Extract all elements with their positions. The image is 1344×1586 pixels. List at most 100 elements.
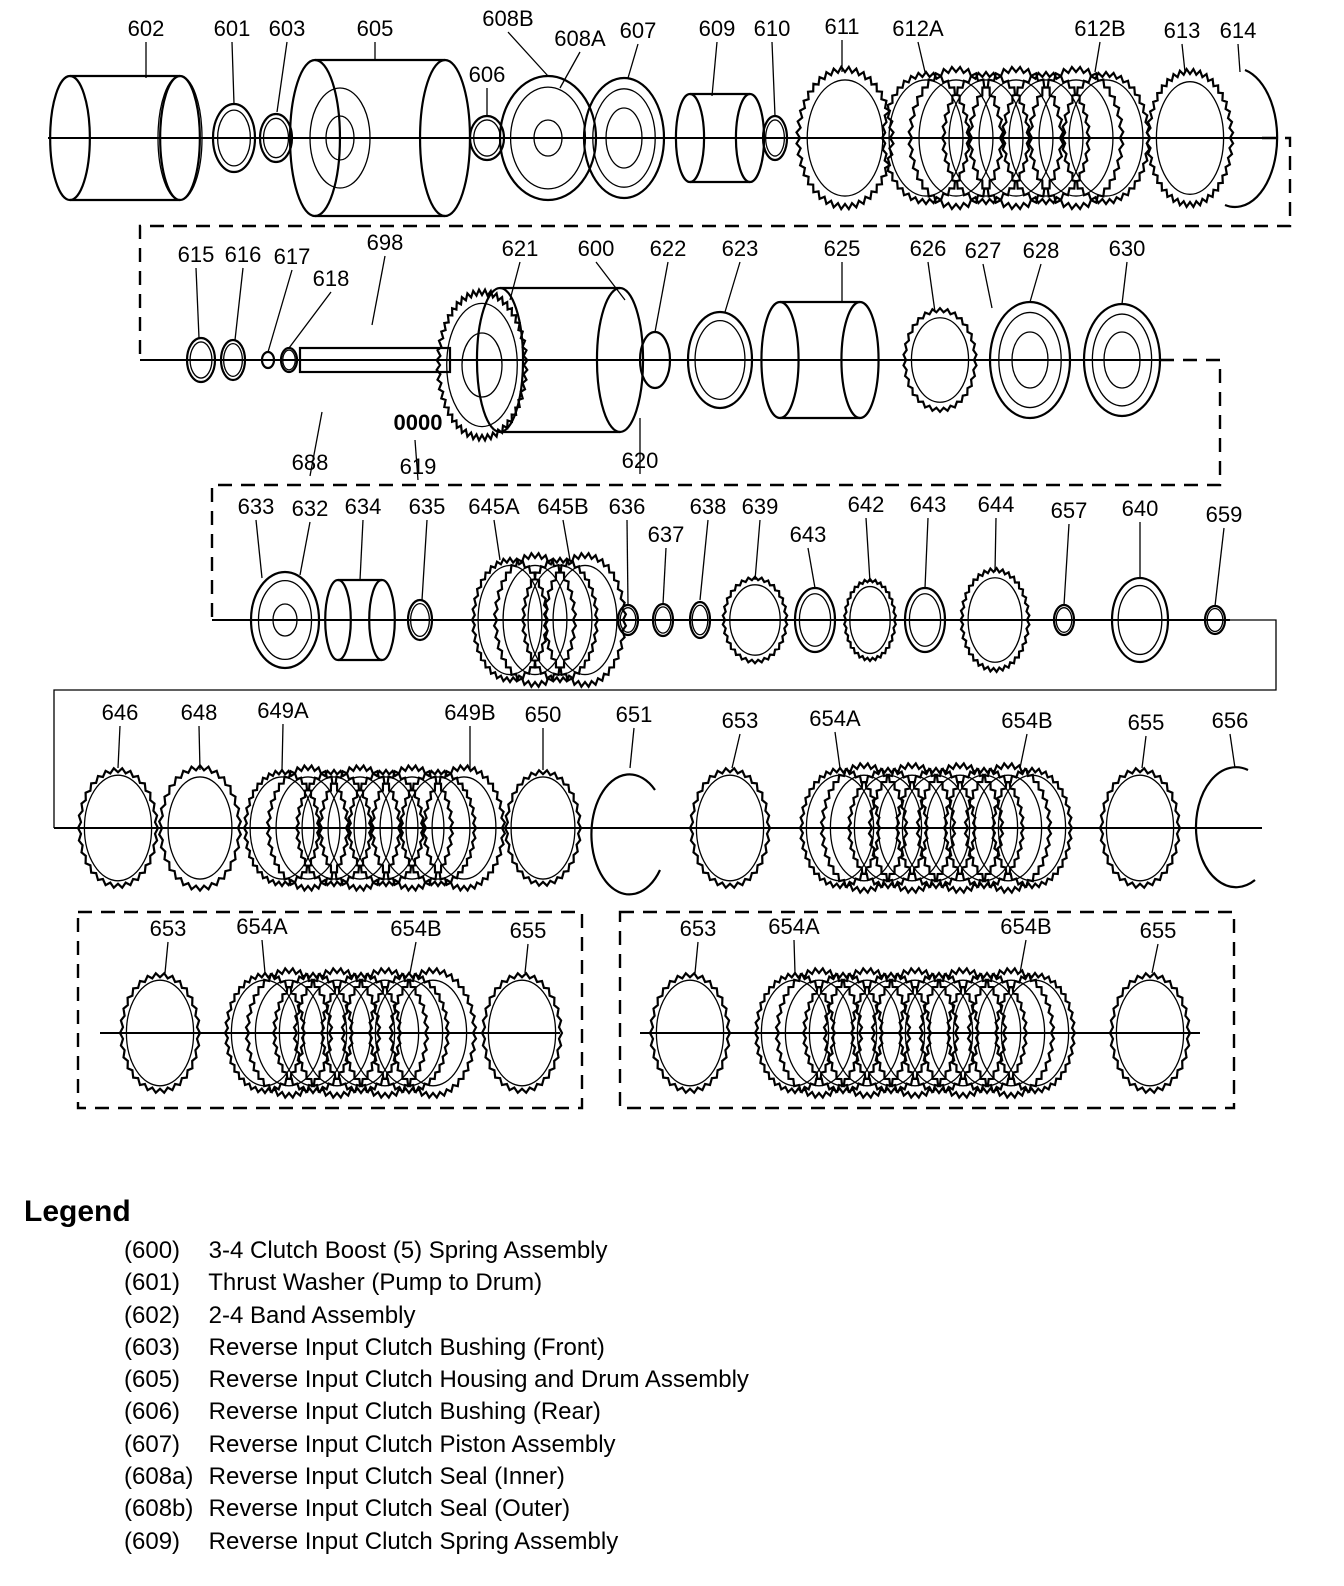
- leader-line: [924, 517, 929, 589]
- part-outline: [461, 332, 503, 398]
- leader-line: [771, 41, 776, 117]
- part-outline: [840, 300, 880, 420]
- part-outline: [990, 766, 1074, 890]
- legend-item-number: (607): [124, 1430, 181, 1458]
- legend-item-number: (605): [124, 1366, 181, 1394]
- callout-label: 614: [1220, 18, 1257, 43]
- part-outline: [527, 564, 593, 676]
- part-outline: [784, 979, 854, 1087]
- callout-label: 688: [292, 450, 329, 475]
- callout-label: 630: [1109, 236, 1146, 261]
- leader-line: [1094, 41, 1101, 73]
- part-outline: [157, 75, 203, 201]
- leader-line: [595, 261, 626, 301]
- legend-item-number: (608a): [124, 1463, 194, 1491]
- part-outline: [849, 585, 891, 655]
- legend-item-number: (602): [124, 1301, 181, 1329]
- part-outline: [721, 575, 789, 665]
- legend-item-number: (600): [124, 1237, 181, 1264]
- part-outline: [302, 979, 372, 1087]
- callout-label: 608B: [482, 6, 533, 31]
- leader-line: [281, 723, 284, 771]
- part-outline: [978, 79, 1054, 197]
- callout-label: 636: [609, 494, 646, 519]
- leader-line: [267, 269, 293, 353]
- callout-label: 615: [178, 242, 215, 267]
- callout-label: 654A: [768, 914, 820, 939]
- callout-label: 601: [214, 16, 251, 41]
- part-outline: [405, 776, 471, 880]
- part-outline: [1115, 979, 1185, 1087]
- callout-label: 607: [620, 18, 657, 43]
- part-outline: [695, 774, 765, 882]
- callout-label: 698: [367, 230, 404, 255]
- callout-label: 645B: [537, 494, 588, 519]
- leader-line: [117, 725, 121, 769]
- callout-label: 634: [345, 494, 382, 519]
- part-outline: [729, 584, 781, 656]
- leader-line: [711, 41, 718, 97]
- legend-item: (602) 2-4 Band Assembly: [124, 1300, 1324, 1332]
- part-outline: [605, 107, 643, 169]
- legend-item: (608b) Reverse Input Clutch Seal (Outer): [124, 1493, 1324, 1525]
- part-outline: [477, 564, 543, 676]
- part-outline: [118, 971, 202, 1095]
- callout-label: 608A: [554, 26, 606, 51]
- callout-label: 635: [409, 494, 446, 519]
- callout-label: 637: [648, 522, 685, 547]
- part-outline: [959, 566, 1031, 674]
- part-outline: [877, 774, 947, 882]
- part-outline: [480, 971, 564, 1095]
- part-outline: [842, 577, 898, 663]
- leader-line: [359, 519, 364, 581]
- legend: Legend (600) 3-4 Clutch Boost (5) Spring…: [24, 1195, 1324, 1558]
- part-outline: [502, 564, 568, 676]
- part-outline: [325, 115, 355, 161]
- part-outline: [592, 88, 656, 188]
- legend-item-number: (603): [124, 1333, 181, 1361]
- leader-line: [1019, 733, 1028, 769]
- part-outline: [918, 79, 994, 197]
- part-outline: [1060, 70, 1152, 206]
- part-outline: [49, 74, 91, 202]
- part-outline: [533, 119, 563, 157]
- part-outline: [298, 346, 452, 374]
- callout-label: 627: [965, 238, 1002, 263]
- legend-item-text: Reverse Input Clutch Bushing (Front): [208, 1333, 605, 1361]
- legend-item-text: 3-4 Clutch Boost (5) Spring Assembly: [208, 1237, 608, 1264]
- leader-line: [299, 521, 311, 576]
- leader-line: [409, 941, 417, 974]
- leader-line: [371, 255, 386, 326]
- part-outline: [431, 776, 497, 880]
- legend-item-number: (609): [124, 1527, 181, 1555]
- part-outline: [688, 600, 712, 640]
- callout-label: 643: [790, 522, 827, 547]
- part-outline: [1098, 766, 1182, 890]
- leader-line: [1141, 735, 1147, 769]
- leader-line: [731, 733, 741, 769]
- callout-label: 643: [910, 492, 947, 517]
- leader-line: [524, 943, 529, 974]
- part-outline: [446, 302, 518, 428]
- part-outline: [219, 338, 247, 382]
- part-outline: [406, 598, 434, 642]
- part-outline: [967, 577, 1023, 663]
- part-outline: [1155, 81, 1225, 195]
- leader-line: [1237, 43, 1241, 73]
- part-outline: [83, 774, 153, 882]
- legend-item-number: (608b): [124, 1495, 194, 1523]
- part-outline: [648, 971, 732, 1095]
- legend-item-text: Reverse Input Clutch Spring Assembly: [208, 1527, 619, 1555]
- callout-label: 653: [680, 916, 717, 941]
- part-outline: [388, 966, 478, 1100]
- part-outline: [973, 774, 1043, 882]
- leader-line: [662, 547, 667, 605]
- leader-line: [807, 547, 816, 589]
- leader-line: [1151, 943, 1159, 974]
- leader-line: [421, 519, 428, 601]
- leader-line: [562, 519, 571, 561]
- part-outline: [1108, 971, 1192, 1095]
- callout-label: 650: [525, 702, 562, 727]
- part-outline: [421, 763, 507, 893]
- legend-item: (609) Reverse Input Clutch Spring Assemb…: [124, 1526, 1324, 1558]
